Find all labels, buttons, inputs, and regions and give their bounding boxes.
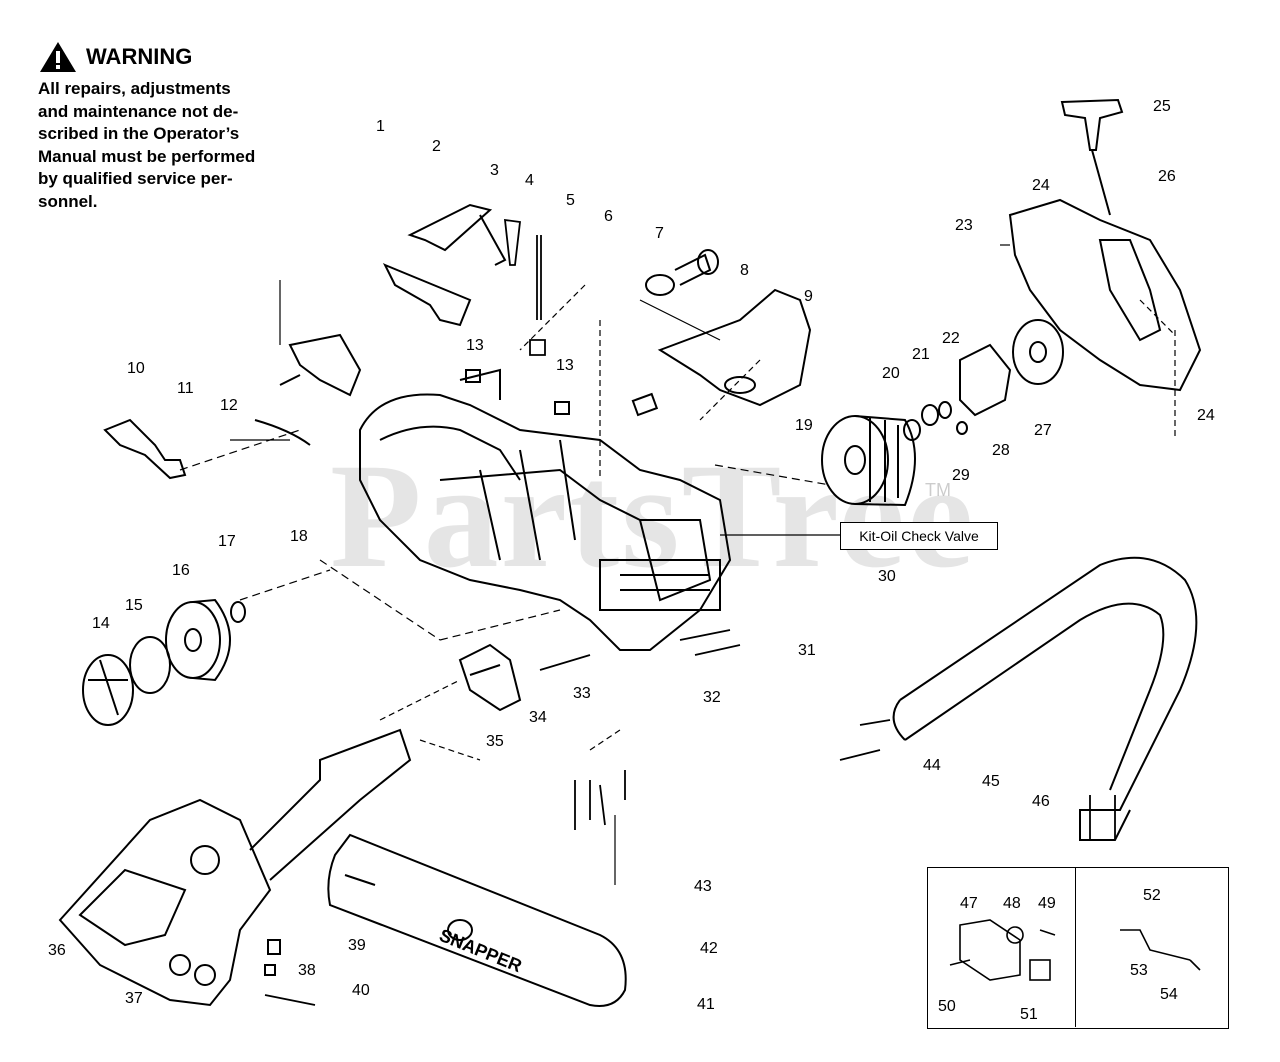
starter-housing bbox=[1008, 198, 1202, 392]
chain-tensioner bbox=[458, 643, 522, 712]
callout-part-44[interactable]: 44 bbox=[923, 757, 941, 774]
callout-part-28[interactable]: 28 bbox=[992, 442, 1010, 459]
warning-heading: WARNING bbox=[38, 40, 306, 74]
clutch-cover bbox=[58, 728, 412, 1007]
callout-part-53[interactable]: 53 bbox=[1130, 962, 1148, 979]
callout-part-34[interactable]: 34 bbox=[529, 709, 547, 726]
callout-part-54[interactable]: 54 bbox=[1160, 986, 1178, 1003]
callout-part-38[interactable]: 38 bbox=[298, 962, 316, 979]
callout-part-7[interactable]: 7 bbox=[655, 225, 664, 242]
callout-part-45[interactable]: 45 bbox=[982, 773, 1000, 790]
callout-part-14[interactable]: 14 bbox=[92, 615, 110, 632]
clip-13b bbox=[554, 401, 570, 415]
callout-part-17[interactable]: 17 bbox=[218, 533, 236, 550]
callout-part-49[interactable]: 49 bbox=[1038, 895, 1056, 912]
trigger-parts bbox=[103, 203, 507, 480]
inset-box bbox=[927, 867, 1229, 1029]
callout-part-20[interactable]: 20 bbox=[882, 365, 900, 382]
callout-part-12[interactable]: 12 bbox=[220, 397, 238, 414]
fuel-filter bbox=[631, 392, 659, 417]
callout-part-23[interactable]: 23 bbox=[955, 217, 973, 234]
callout-part-25[interactable]: 25 bbox=[1153, 98, 1171, 115]
callout-part-22[interactable]: 22 bbox=[942, 330, 960, 347]
callout-part-6[interactable]: 6 bbox=[604, 208, 613, 225]
callout-part-35[interactable]: 35 bbox=[486, 733, 504, 750]
guide-bar bbox=[327, 833, 627, 1007]
callout-part-32[interactable]: 32 bbox=[703, 689, 721, 706]
callout-part-43[interactable]: 43 bbox=[694, 878, 712, 895]
callout-part-42[interactable]: 42 bbox=[700, 940, 718, 957]
callout-part-24[interactable]: 24 bbox=[1032, 177, 1050, 194]
kit-oil-check-valve-label[interactable]: Kit-Oil Check Valve bbox=[840, 522, 998, 550]
callout-part-18[interactable]: 18 bbox=[290, 528, 308, 545]
callout-part-30[interactable]: 30 bbox=[878, 568, 896, 585]
callout-part-40[interactable]: 40 bbox=[352, 982, 370, 999]
callout-part-1[interactable]: 1 bbox=[376, 118, 385, 135]
clutch-assembly bbox=[82, 598, 246, 726]
callout-part-11[interactable]: 11 bbox=[177, 380, 194, 397]
callout-part-13[interactable]: 13 bbox=[466, 337, 484, 354]
callout-part-13[interactable]: 13 bbox=[556, 357, 574, 374]
callout-part-2[interactable]: 2 bbox=[432, 138, 441, 155]
callout-part-16[interactable]: 16 bbox=[172, 562, 190, 579]
callout-part-21[interactable]: 21 bbox=[912, 346, 930, 363]
callout-part-10[interactable]: 10 bbox=[127, 360, 145, 377]
callout-part-8[interactable]: 8 bbox=[740, 262, 749, 279]
callout-part-47[interactable]: 47 bbox=[960, 895, 978, 912]
callout-part-31[interactable]: 31 bbox=[798, 642, 816, 659]
callout-part-46[interactable]: 46 bbox=[1032, 793, 1050, 810]
callout-part-26[interactable]: 26 bbox=[1158, 168, 1176, 185]
watermark-tm: TM bbox=[925, 480, 951, 500]
callout-part-9[interactable]: 9 bbox=[804, 288, 813, 305]
clip-13a bbox=[465, 369, 481, 383]
callout-part-50[interactable]: 50 bbox=[938, 998, 956, 1015]
starter-hub-parts bbox=[903, 343, 1012, 441]
warning-block: WARNING All repairs, adjustments and mai… bbox=[38, 40, 306, 213]
crankcase bbox=[359, 368, 732, 651]
callout-part-51[interactable]: 51 bbox=[1020, 1006, 1038, 1023]
watermark: PartsTree bbox=[330, 433, 976, 599]
warning-triangle-icon bbox=[40, 42, 76, 72]
starter-handle bbox=[1060, 98, 1124, 216]
callout-part-24[interactable]: 24 bbox=[1197, 407, 1215, 424]
callout-part-48[interactable]: 48 bbox=[1003, 895, 1021, 912]
callout-part-4[interactable]: 4 bbox=[525, 172, 534, 189]
starter-pulley bbox=[1012, 319, 1064, 385]
callout-part-5[interactable]: 5 bbox=[566, 192, 575, 209]
warning-body: All repairs, adjustments and maintenance… bbox=[38, 79, 256, 211]
callout-part-52[interactable]: 52 bbox=[1143, 887, 1161, 904]
screws bbox=[264, 218, 1116, 1006]
callout-part-37[interactable]: 37 bbox=[125, 990, 143, 1007]
callout-part-33[interactable]: 33 bbox=[573, 685, 591, 702]
cover-fasteners bbox=[264, 939, 281, 976]
inset-parts bbox=[949, 919, 1201, 981]
callout-part-39[interactable]: 39 bbox=[348, 937, 366, 954]
callout-part-15[interactable]: 15 bbox=[125, 597, 143, 614]
heat-shield bbox=[657, 288, 812, 407]
callout-part-41[interactable]: 41 bbox=[697, 996, 715, 1013]
callout-part-3[interactable]: 3 bbox=[490, 162, 499, 179]
callout-part-29[interactable]: 29 bbox=[952, 467, 970, 484]
oil-cap bbox=[645, 249, 719, 296]
callout-part-19[interactable]: 19 bbox=[795, 417, 813, 434]
warning-title: WARNING bbox=[86, 44, 193, 69]
inset-divider bbox=[1075, 867, 1076, 1027]
callout-part-27[interactable]: 27 bbox=[1034, 422, 1052, 439]
front-handle bbox=[892, 556, 1198, 841]
callout-part-36[interactable]: 36 bbox=[48, 942, 66, 959]
